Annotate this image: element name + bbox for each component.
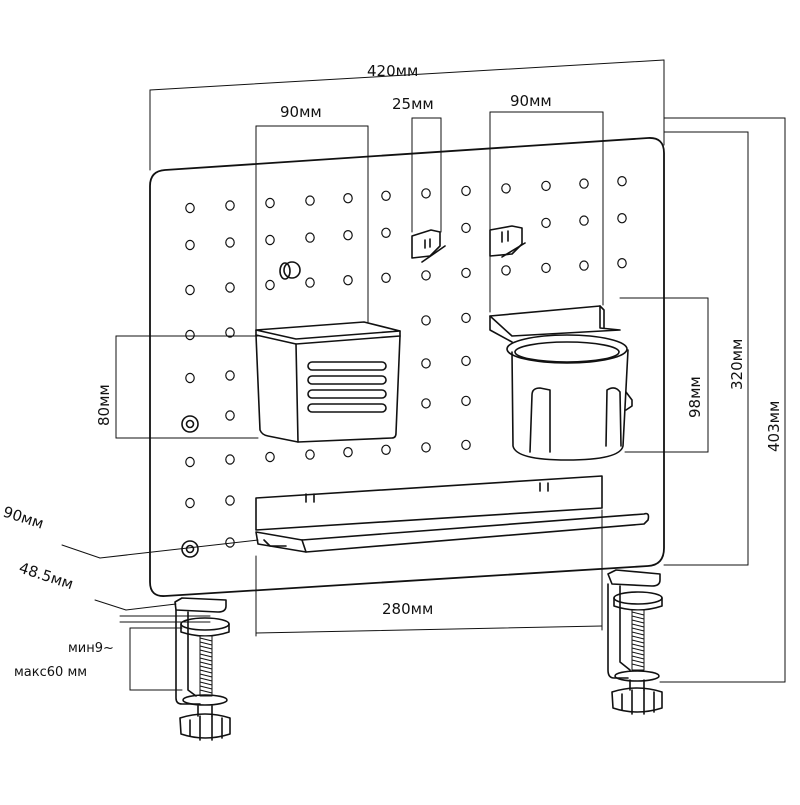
peg-hole [225, 537, 235, 548]
label-clamp-offset: 48.5мм [17, 559, 76, 593]
peg-hole [501, 265, 511, 276]
peg-hole [541, 262, 551, 274]
hook-left [411, 229, 446, 263]
peg-hole [343, 275, 353, 286]
peg-hole [381, 272, 391, 283]
peg-hole [185, 202, 195, 214]
peg-hole [381, 444, 391, 455]
peg-hole [381, 190, 391, 201]
peg-hole [343, 447, 353, 458]
clamp-left-thread [199, 635, 213, 697]
label-shelf-depth: 90мм [1, 503, 46, 533]
label-clamp-max: макс60 мм [14, 665, 87, 680]
label-cup-width: 90мм [510, 92, 552, 110]
screw-upper [181, 415, 199, 433]
shelf [255, 475, 650, 553]
peg-hole [185, 239, 195, 251]
peg-hole [185, 456, 195, 468]
label-basket-width: 90мм [280, 103, 322, 121]
peg-hole [541, 180, 551, 192]
label-clamp-min: мин9~ [68, 641, 114, 656]
peg-hole [421, 188, 431, 199]
peg-hole [185, 284, 195, 296]
peg-hole [501, 183, 511, 194]
peg-hole [421, 270, 431, 281]
peg-hole [461, 222, 471, 234]
peg-hole [185, 329, 195, 341]
peg-hole [305, 195, 315, 206]
peg-hole [305, 232, 315, 243]
peg-hole [381, 227, 391, 238]
peg-hole [421, 358, 431, 369]
peg-hole [343, 229, 353, 241]
peg-hole [461, 312, 471, 324]
peg-hole [225, 454, 235, 465]
dimension-lines [61, 59, 786, 691]
label-shelf-width: 280мм [382, 600, 433, 618]
peg-hole [541, 217, 551, 229]
storage-basket [255, 321, 401, 443]
label-total-width: 420мм [367, 62, 418, 80]
label-cup-height: 98мм [686, 376, 704, 418]
peg-hole [461, 395, 471, 407]
peg-hole [461, 439, 471, 451]
cup-holder [489, 305, 633, 461]
label-total-height: 403мм [765, 401, 783, 452]
peg-hole [617, 212, 627, 224]
hook-right [489, 225, 526, 258]
peg-hole [225, 282, 235, 293]
peg-hole [265, 234, 275, 246]
peg-hole [185, 372, 195, 384]
peg-hole [225, 327, 235, 338]
pegboard-panel [149, 137, 665, 597]
peg-holes [185, 175, 627, 548]
peg-hole [617, 258, 627, 269]
label-basket-height: 80мм [95, 384, 113, 426]
peg-hole [265, 279, 275, 291]
peg-hole [305, 277, 315, 288]
peg-hole [461, 355, 471, 367]
clamp-right [607, 569, 663, 715]
peg-hole [225, 237, 235, 248]
peg-hole [579, 215, 589, 226]
screw-lower [181, 540, 199, 558]
peg-hole [225, 410, 235, 421]
peg-hole [421, 398, 431, 409]
peg-hole [225, 200, 235, 211]
peg-hole [421, 442, 431, 453]
peg-hole [579, 260, 589, 271]
label-board-height: 320мм [728, 339, 746, 390]
peg-hole [579, 178, 589, 189]
peg-hole [461, 185, 471, 197]
peg-hole [225, 370, 235, 381]
peg-hole [225, 495, 235, 506]
peg-hole [421, 315, 431, 326]
peg-hole [617, 175, 627, 187]
clamp-left [174, 597, 231, 741]
peg-hole [461, 267, 471, 279]
label-hook-spacing: 25мм [392, 95, 434, 113]
peg-hole [305, 449, 315, 460]
wall-peg [279, 261, 301, 280]
peg-hole [265, 197, 275, 209]
clamp-right-thread [631, 609, 645, 671]
peg-hole [265, 451, 275, 463]
peg-hole [343, 192, 353, 204]
peg-hole [185, 497, 195, 509]
